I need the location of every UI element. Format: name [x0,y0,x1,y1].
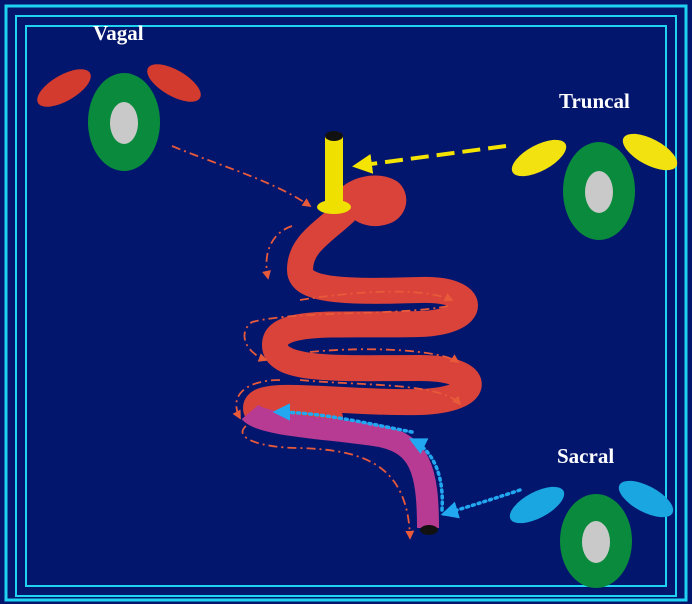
esophagus [325,136,343,208]
sacral-nucleus [582,521,610,563]
anal-end [420,525,438,535]
sacral-label: Sacral [557,444,614,469]
vagal-nucleus [110,102,138,144]
esophagus-top [325,131,343,141]
truncal-label: Truncal [559,89,630,114]
truncal-nucleus [585,171,613,213]
vagal-label: Vagal [93,21,144,46]
esophagus-base [317,200,351,214]
